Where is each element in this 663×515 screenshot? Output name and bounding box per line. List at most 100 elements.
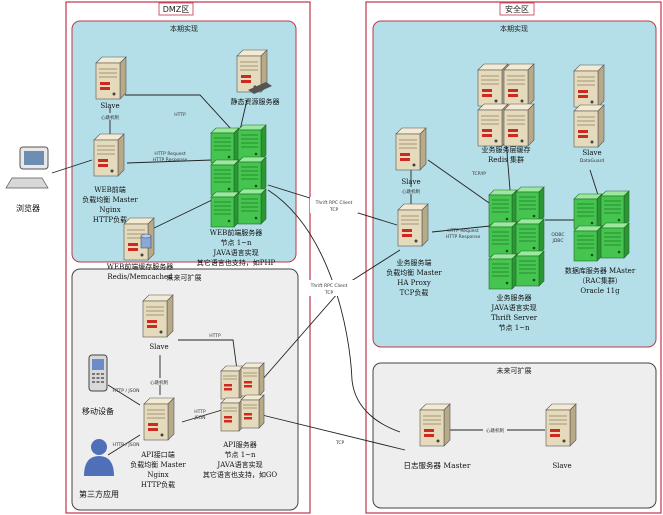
third-party-label: 第三方应用	[79, 489, 119, 499]
edge-label-http-response-biz: HTTP Response	[446, 234, 481, 240]
biz-cache-line2: Redis 集群	[488, 155, 524, 164]
edge-label-heartbeat-log: 心跳机制	[486, 427, 504, 434]
web-cache-line1: WEB前端缓存服务器	[107, 262, 173, 271]
web-lb-node: WEB前端 负载均衡 Master Nginx HTTP负载	[82, 133, 138, 224]
biz-cache-node: 业务服务层缓存 Redis 集群	[477, 63, 535, 164]
db-server-line3: Oracle 11g	[580, 287, 620, 295]
db-server-line1: 数据库服务器 MAster	[565, 266, 636, 275]
server-icon	[573, 193, 603, 230]
server-icon	[600, 190, 630, 227]
secure-zone-title: 安全区	[505, 4, 529, 14]
biz-server-line3: Thrift Server	[491, 314, 538, 322]
biz-slave-node: Slave	[395, 127, 427, 186]
edge-label-tcp-web: TCP	[329, 207, 339, 213]
dmz-future-title: 未来可扩展	[167, 273, 202, 282]
log-server-label: 日志服务器 Master	[404, 460, 471, 470]
edge-label-json-api: JSON	[193, 415, 205, 421]
api-server-line3: JAVA语言实现	[216, 460, 262, 469]
web-server-line4: 其它语言也支持，如PHP	[197, 258, 276, 267]
database-icon	[140, 233, 152, 249]
dmz-zone-title: DMZ区	[163, 5, 190, 14]
web-server-line2: 节点 1~n	[220, 239, 252, 247]
server-icon	[515, 218, 545, 255]
db-server-line2: （RAC集群）	[578, 276, 622, 285]
log-slave-node: Slave	[545, 403, 577, 470]
api-lb-node: API接口端 负载均衡 Master Nginx HTTP负载	[130, 397, 186, 489]
server-icon	[573, 64, 605, 108]
api-lb-line3: Nginx	[147, 471, 168, 479]
edge-label-tcp-api: TCP	[324, 290, 334, 296]
dmz-current-title: 本期实现	[170, 24, 198, 33]
server-icon	[210, 191, 240, 228]
server-icon	[240, 394, 265, 429]
web-lb-line4: HTTP负载	[93, 215, 127, 224]
log-slave-label: Slave	[552, 462, 571, 470]
db-server-node: 数据库服务器 MAster （RAC集群） Oracle 11g	[565, 190, 636, 295]
server-icon	[503, 103, 535, 147]
web-cache-node: WEB前端缓存服务器 Redis/Memcached	[107, 217, 173, 281]
server-icon	[573, 104, 605, 148]
server-icon	[142, 294, 174, 338]
server-icon	[488, 189, 518, 226]
server-icon	[93, 133, 125, 177]
server-icon	[143, 397, 175, 441]
edge-labels: 心跳机制 HTTP HTTP Request HTTP Response Thr…	[100, 112, 604, 448]
db-slave-label: Slave	[582, 149, 601, 157]
web-cache-line2: Redis/Memcached	[107, 273, 173, 281]
server-icon	[210, 127, 240, 164]
disk-icon	[248, 82, 272, 94]
static-server-label: 静态资源服务器	[231, 97, 280, 106]
biz-lb-line3: HA Proxy	[397, 279, 431, 287]
server-icon	[573, 225, 603, 262]
biz-lb-line1: 业务服务端	[397, 258, 432, 267]
secure-future-zone: 未来可扩展	[372, 362, 657, 509]
server-icon	[515, 250, 545, 287]
server-icon	[237, 124, 267, 161]
static-server-node: 静态资源服务器	[231, 49, 280, 106]
web-lb-line1: WEB前端	[94, 185, 125, 194]
edge-label-http-json-mobile: HTTP / JSON	[113, 388, 140, 394]
server-icon	[488, 221, 518, 258]
server-icon	[395, 127, 427, 171]
server-icon	[477, 63, 509, 107]
biz-server-line2: JAVA语言实现	[490, 303, 536, 312]
biz-lb-line2: 负载均衡 Master	[386, 268, 442, 277]
api-lb-line2: 负载均衡 Master	[130, 460, 186, 469]
mobile-node: 移动设备	[82, 354, 114, 416]
edge-label-dataguard: DataGuard	[580, 158, 605, 164]
edge-label-http-json-third: HTTP / JSON	[113, 442, 140, 448]
server-icon	[477, 103, 509, 147]
third-party-node: 第三方应用	[79, 439, 119, 499]
edge-label-thrift-rpc-web: Thrift RPC Client	[315, 200, 353, 206]
edge-label-http-request-biz: HTTP Request	[447, 228, 478, 234]
user-icon	[84, 439, 114, 476]
api-slave-label: Slave	[149, 343, 168, 351]
api-lb-line4: HTTP负载	[141, 480, 175, 489]
edge-label-http-request-web: HTTP Request	[154, 151, 185, 157]
edge-label-http-api: HTTP	[194, 409, 206, 415]
biz-server-line4: 节点 1~n	[498, 324, 530, 332]
biz-cache-line1: 业务服务层缓存	[482, 145, 531, 154]
edge-label-http-api-slave: HTTP	[209, 333, 221, 339]
edge-label-tcpip-biz: TCP/IP	[471, 171, 486, 177]
edge-label-heartbeat-web: 心跳机制	[101, 114, 119, 121]
server-icon	[95, 56, 127, 100]
server-icon	[237, 188, 267, 225]
edge-label-heartbeat-api: 心跳机制	[150, 379, 168, 386]
api-server-node: API服务器 节点 1~n JAVA语言实现 其它语言也支持，如GO	[203, 362, 278, 479]
mobile-phone-icon	[88, 354, 108, 392]
edge-label-odbc: ODBC	[551, 232, 564, 238]
biz-lb-node: 业务服务端 负载均衡 Master HA Proxy TCP负载	[386, 203, 442, 297]
biz-slave-label: Slave	[401, 178, 420, 186]
server-icon	[240, 362, 265, 397]
server-icon	[600, 222, 630, 259]
server-icon	[220, 365, 245, 400]
browser-label: 浏览器	[16, 203, 40, 213]
api-lb-line1: API接口端	[140, 450, 175, 459]
secure-current-title: 本期实现	[500, 24, 528, 33]
api-server-line2: 节点 1~n	[224, 451, 256, 459]
web-server-node: WEB前端服务器 节点 1~n JAVA语言实现 其它语言也支持，如PHP	[197, 124, 276, 267]
web-server-line1: WEB前端服务器	[210, 228, 262, 237]
server-icon	[220, 397, 245, 432]
api-server-line4: 其它语言也支持，如GO	[203, 470, 278, 479]
